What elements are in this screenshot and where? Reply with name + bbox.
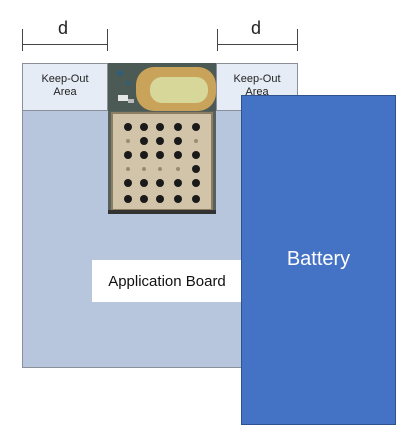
keepout-right-label-line1: Keep-Out — [233, 73, 281, 85]
keepout-left-label-line1: Keep-Out — [41, 73, 89, 85]
dimension-left-line — [22, 44, 108, 45]
dimension-right-tick-start — [217, 29, 218, 51]
shield-holes — [124, 123, 200, 203]
dimension-left-tick-start — [22, 29, 23, 51]
antenna-window — [150, 77, 208, 103]
dimension-right-tick-end — [297, 29, 298, 51]
radio-module-image — [108, 63, 216, 214]
dimension-left-tick-end — [107, 29, 108, 51]
keepout-area-left: Keep-Out Area — [22, 63, 108, 111]
dimension-right-label: d — [251, 18, 262, 38]
dimension-right-line — [217, 44, 298, 45]
battery-label: Battery — [286, 248, 351, 270]
radio-module-illustration — [108, 63, 216, 214]
dimension-left-label: d — [58, 18, 69, 38]
keepout-left-label-line2: Area — [53, 86, 77, 98]
battery: Battery — [241, 95, 396, 425]
application-board-label: Application Board — [92, 260, 242, 302]
